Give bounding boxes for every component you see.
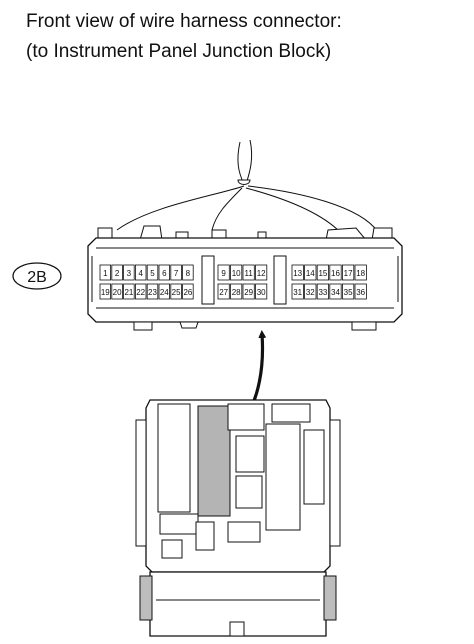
pin-number-24: 24 xyxy=(160,288,169,297)
pin-number-16: 16 xyxy=(331,269,340,278)
pin-number-34: 34 xyxy=(331,288,340,297)
pin-number-13: 13 xyxy=(293,269,302,278)
pin-number-12: 12 xyxy=(257,269,266,278)
pin-number-36: 36 xyxy=(356,288,365,297)
pin-number-19: 19 xyxy=(101,288,110,297)
pin-cell xyxy=(158,283,171,300)
pin-number-10: 10 xyxy=(232,269,241,278)
pin-cell xyxy=(316,283,330,300)
highlighted-connector-slot xyxy=(197,405,231,517)
pin-cell xyxy=(134,264,147,281)
pin-number-4: 4 xyxy=(138,269,143,278)
pin-cell xyxy=(99,283,112,300)
pin-cell xyxy=(123,283,135,300)
pin-cell xyxy=(291,264,304,281)
pin-number-18: 18 xyxy=(356,269,365,278)
pin-number-14: 14 xyxy=(306,269,315,278)
pin-cell xyxy=(304,283,317,300)
pin-number-1: 1 xyxy=(103,269,108,278)
instrument-panel-junction-block xyxy=(135,399,341,637)
connector-code-label: 2B xyxy=(27,269,47,286)
pin-cell xyxy=(304,264,317,281)
pin-number-29: 29 xyxy=(244,288,253,297)
pin-number-9: 9 xyxy=(221,269,226,278)
pin-cell xyxy=(170,264,182,281)
pin-number-11: 11 xyxy=(244,269,253,278)
wire-harness xyxy=(116,139,379,233)
pin-cell xyxy=(255,264,268,281)
pin-number-20: 20 xyxy=(113,288,122,297)
pin-number-28: 28 xyxy=(232,288,241,297)
pin-number-3: 3 xyxy=(127,269,132,278)
pin-number-8: 8 xyxy=(186,269,191,278)
pin-cell xyxy=(341,283,355,300)
pin-cell xyxy=(316,264,330,281)
pin-number-25: 25 xyxy=(172,288,181,297)
pin-cell xyxy=(123,264,135,281)
pin-number-32: 32 xyxy=(306,288,315,297)
pin-number-22: 22 xyxy=(136,288,145,297)
pin-number-33: 33 xyxy=(318,288,327,297)
pin-number-35: 35 xyxy=(344,288,353,297)
pin-number-5: 5 xyxy=(150,269,155,278)
pin-cell xyxy=(146,264,159,281)
pin-cell xyxy=(99,264,112,281)
pin-number-15: 15 xyxy=(318,269,327,278)
pin-number-27: 27 xyxy=(219,288,228,297)
pin-cell xyxy=(146,283,159,300)
pin-number-7: 7 xyxy=(174,269,179,278)
pin-cell xyxy=(158,264,171,281)
pin-cell xyxy=(329,264,342,281)
pin-cell xyxy=(291,283,304,300)
pin-number-17: 17 xyxy=(344,269,353,278)
pin-cell xyxy=(170,283,182,300)
pin-cell xyxy=(217,283,230,300)
pin-number-21: 21 xyxy=(124,288,133,297)
pin-cell xyxy=(111,283,123,300)
pin-cell xyxy=(111,264,123,281)
pin-cell xyxy=(255,283,268,300)
pin-cell xyxy=(217,264,230,281)
diagram-title-line-1: Front view of wire harness connector: xyxy=(26,11,342,32)
diagram-title-line-2: (to Instrument Panel Junction Block) xyxy=(26,41,332,62)
pin-cell xyxy=(341,264,355,281)
pin-cell xyxy=(182,264,194,281)
pin-number-26: 26 xyxy=(183,288,192,297)
pin-cell xyxy=(134,283,147,300)
pin-number-2: 2 xyxy=(115,269,120,278)
pin-cell xyxy=(354,283,367,300)
pin-number-30: 30 xyxy=(257,288,266,297)
pin-cell xyxy=(182,283,194,300)
pin-number-6: 6 xyxy=(162,269,167,278)
pin-cell xyxy=(242,283,255,300)
pin-cell xyxy=(329,283,342,300)
pin-cell xyxy=(354,264,367,281)
pin-number-31: 31 xyxy=(293,288,302,297)
connector-code-badge: 2B xyxy=(12,262,62,290)
pin-cell xyxy=(230,283,243,300)
pin-cell xyxy=(242,264,255,281)
pin-cell xyxy=(230,264,243,281)
pin-number-23: 23 xyxy=(148,288,157,297)
